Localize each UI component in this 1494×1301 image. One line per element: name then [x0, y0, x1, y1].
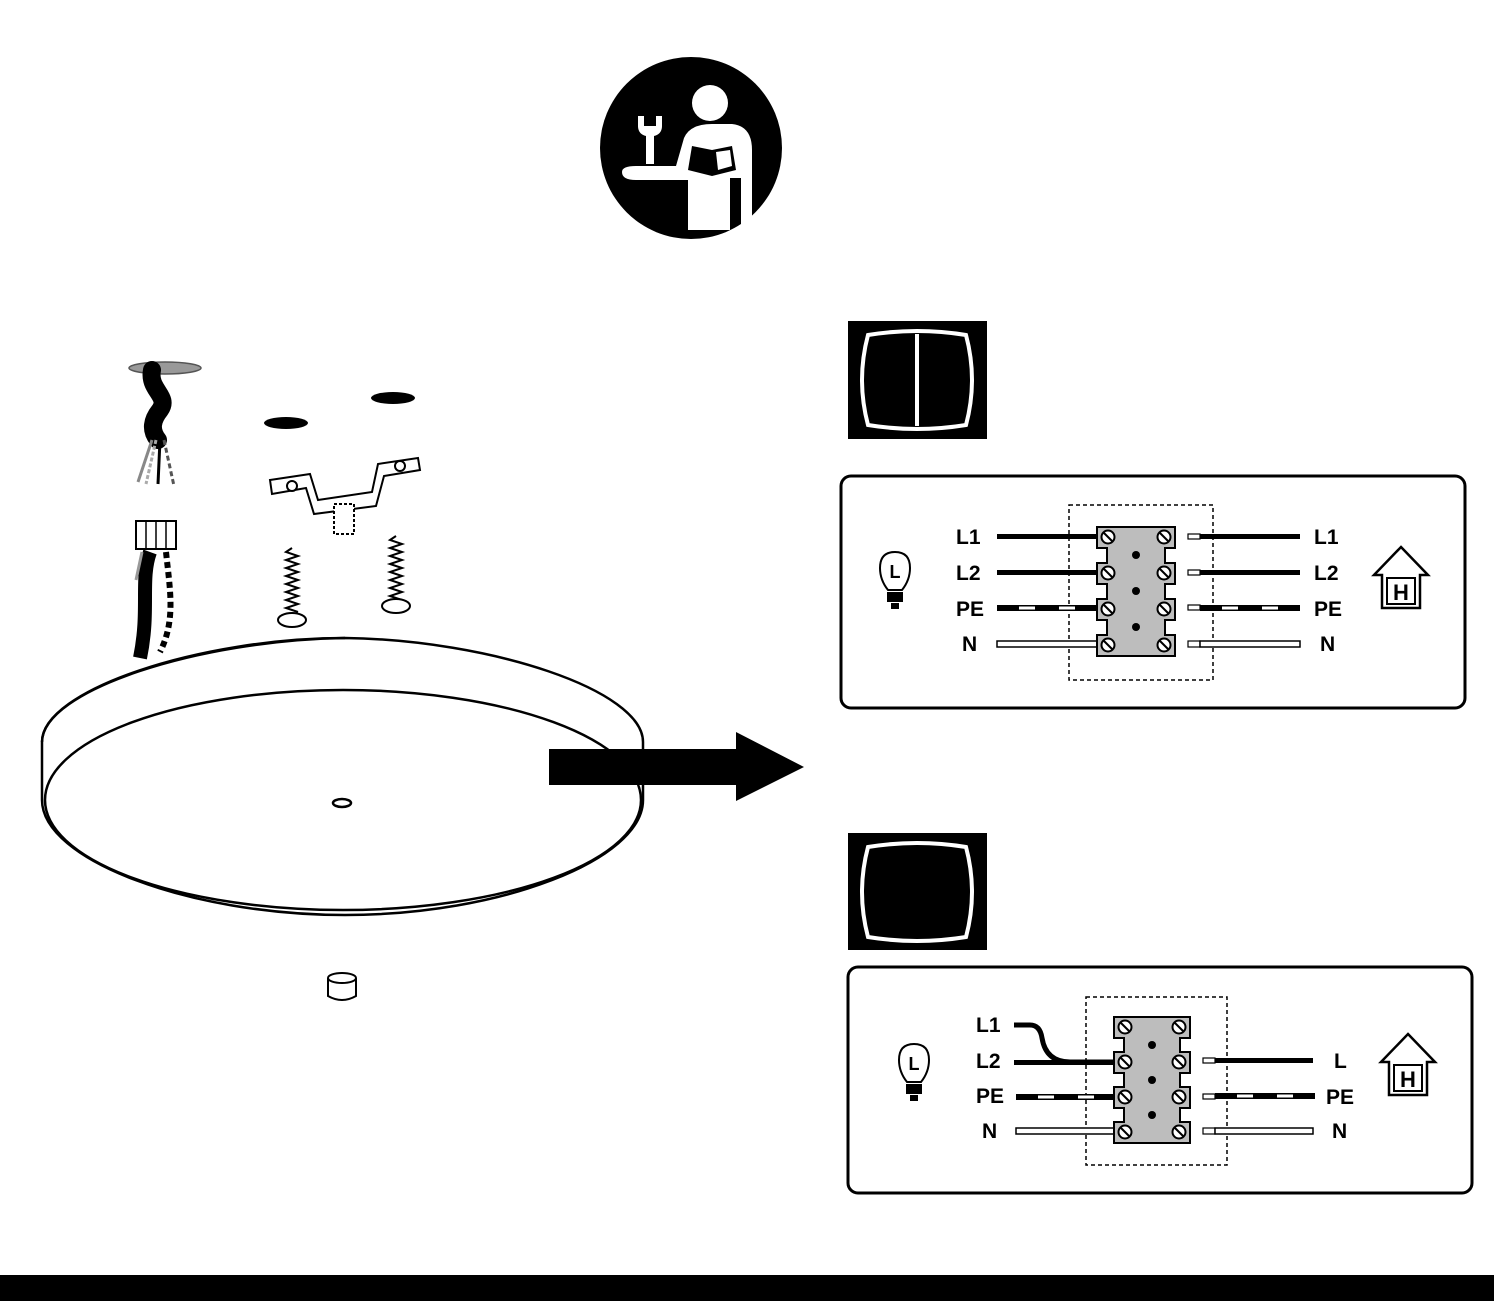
- wiring-diagram-double: L H L1 L2 PE N L1 L2 PE N: [839, 474, 1467, 710]
- wire-label-left: L2: [956, 562, 981, 585]
- cap-nut: [327, 972, 357, 1001]
- footer-bar: [0, 1275, 1494, 1301]
- house-mains-icon: H: [1371, 545, 1431, 610]
- terminal-block-cable: [133, 520, 177, 660]
- wire-label-right: N: [1332, 1120, 1347, 1143]
- wire-label-right: L2: [1314, 562, 1339, 585]
- ceiling-cable: [128, 361, 202, 487]
- wire-label-right: N: [1320, 633, 1335, 656]
- terminal-block: [1113, 1016, 1191, 1144]
- wire-label-left: L1: [956, 526, 981, 549]
- mounting-bracket: [268, 456, 422, 535]
- double-rocker-switch-icon: [848, 321, 987, 439]
- wire-label-left: L2: [976, 1050, 1001, 1073]
- lamp-bulb-icon: L: [878, 550, 912, 609]
- wire-label-left: N: [982, 1120, 997, 1143]
- wire-label-right: L1: [1314, 526, 1339, 549]
- wire-label-right: PE: [1314, 598, 1342, 621]
- lamp-letter: L: [890, 562, 901, 582]
- wire-label-left: PE: [976, 1085, 1004, 1108]
- ceiling-holes: [264, 392, 415, 429]
- wire-label-left: N: [962, 633, 977, 656]
- wire-label-left: PE: [956, 598, 984, 621]
- arrow-right-icon: [549, 732, 804, 801]
- house-mains-icon: H: [1378, 1032, 1438, 1097]
- house-letter: H: [1400, 1067, 1416, 1092]
- wire-label-right: L: [1334, 1050, 1347, 1073]
- wiring-diagram-single: L H L1 L2 PE N L PE N: [846, 965, 1474, 1195]
- wire-label-left: L1: [976, 1014, 1001, 1037]
- ceiling-lamp-body: [40, 636, 645, 917]
- single-rocker-switch-icon: [848, 833, 987, 950]
- wire-label-right: PE: [1326, 1086, 1354, 1109]
- lamp-bulb-icon: L: [897, 1042, 931, 1101]
- fixing-screws: [277, 535, 411, 628]
- terminal-block: [1096, 526, 1176, 657]
- house-letter: H: [1393, 580, 1409, 605]
- lamp-letter: L: [909, 1054, 920, 1074]
- read-instructions-icon: [600, 57, 782, 239]
